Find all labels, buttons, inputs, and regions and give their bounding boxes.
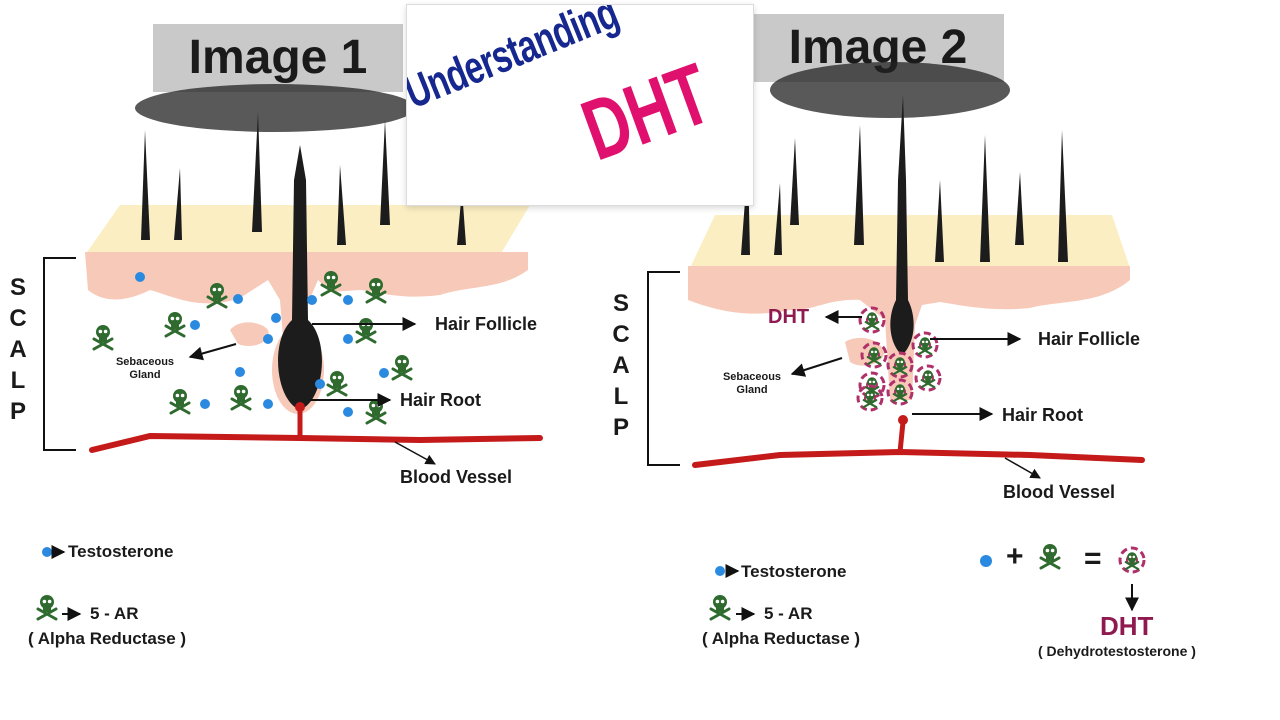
equation-dht-icon — [1120, 548, 1144, 572]
vessel-branch-2 — [897, 421, 906, 453]
equation-equals: = — [1084, 542, 1102, 575]
legend-enzyme-icon-1 — [36, 593, 58, 621]
hair-1e — [380, 120, 390, 225]
legend-enzyme-full-1: ( Alpha Reductase ) — [28, 629, 187, 648]
legend-testosterone-icon-2 — [715, 566, 725, 576]
equation-enzyme-icon — [1039, 542, 1061, 570]
legend-enzyme-full-2: ( Alpha Reductase ) — [702, 629, 861, 648]
hair-1b — [174, 168, 182, 240]
equation-plus: + — [1006, 540, 1024, 573]
overlay-title-line2: DHT — [570, 45, 723, 180]
hair-1c — [252, 112, 262, 232]
label-hair-follicle-2: Hair Follicle — [1038, 329, 1141, 349]
label-hair-root-2: Hair Root — [1002, 405, 1083, 425]
arrow-blood-vessel-2 — [1004, 457, 1041, 479]
testosterone-dots-1 — [135, 272, 389, 417]
scalp-bracket-2 — [647, 271, 680, 466]
equation-result-dht: DHT — [1100, 611, 1154, 641]
arrow-sebaceous-1 — [188, 343, 237, 361]
hair-1d — [337, 165, 346, 245]
legend-testosterone-icon-1 — [42, 547, 52, 557]
label-sebaceous-gland-1: Sebaceous Gland — [115, 356, 175, 381]
hair-1f — [457, 190, 466, 245]
equation-result-full: ( Dehydrotestosterone ) — [1038, 643, 1196, 659]
arrow-sebaceous-2 — [790, 357, 843, 377]
hair-2e — [935, 180, 944, 262]
hair-2b — [774, 183, 782, 255]
label-blood-vessel-1: Blood Vessel — [400, 467, 513, 487]
label-sebaceous-gland-2: Sebaceous Gland — [722, 371, 782, 396]
legend-testosterone-1: Testosterone — [68, 542, 174, 561]
blood-vessel-2 — [692, 448, 1145, 468]
panel2-diagram — [647, 95, 1145, 621]
equation-testosterone-icon — [980, 555, 992, 567]
blood-vessel-1 — [89, 432, 543, 453]
main-hair-2 — [890, 95, 914, 355]
skin-lower-layer — [85, 252, 528, 400]
scalp-bracket-1 — [43, 257, 76, 451]
label-dht-2: DHT — [768, 306, 810, 328]
legend-enzyme-2: 5 - AR — [764, 604, 813, 623]
shadow-top-right — [770, 62, 1010, 118]
arrow-blood-vessel-1 — [394, 441, 436, 465]
title-overlay-card: Understanding DHT — [406, 4, 754, 206]
panel1-diagram — [36, 112, 543, 621]
skin-top-layer — [85, 205, 530, 255]
legend-testosterone-2: Testosterone — [741, 562, 847, 581]
label-hair-root-1: Hair Root — [400, 390, 481, 410]
label-blood-vessel-2: Blood Vessel — [1003, 482, 1116, 502]
hair-2f — [980, 135, 990, 262]
label-hair-follicle-1: Hair Follicle — [435, 314, 538, 334]
hair-2d — [854, 125, 864, 245]
legend-enzyme-1: 5 - AR — [90, 604, 139, 623]
hair-1a — [141, 130, 150, 240]
legend-enzyme-icon-2 — [709, 593, 731, 621]
panel1-title: Image 1 — [153, 24, 403, 92]
sebaceous-gland-1 — [230, 322, 269, 347]
shadow-top-left — [135, 84, 415, 132]
hair-2h — [1058, 130, 1068, 262]
main-hair-1 — [278, 145, 322, 410]
hair-2c — [790, 138, 799, 225]
hair-2g — [1015, 172, 1024, 245]
